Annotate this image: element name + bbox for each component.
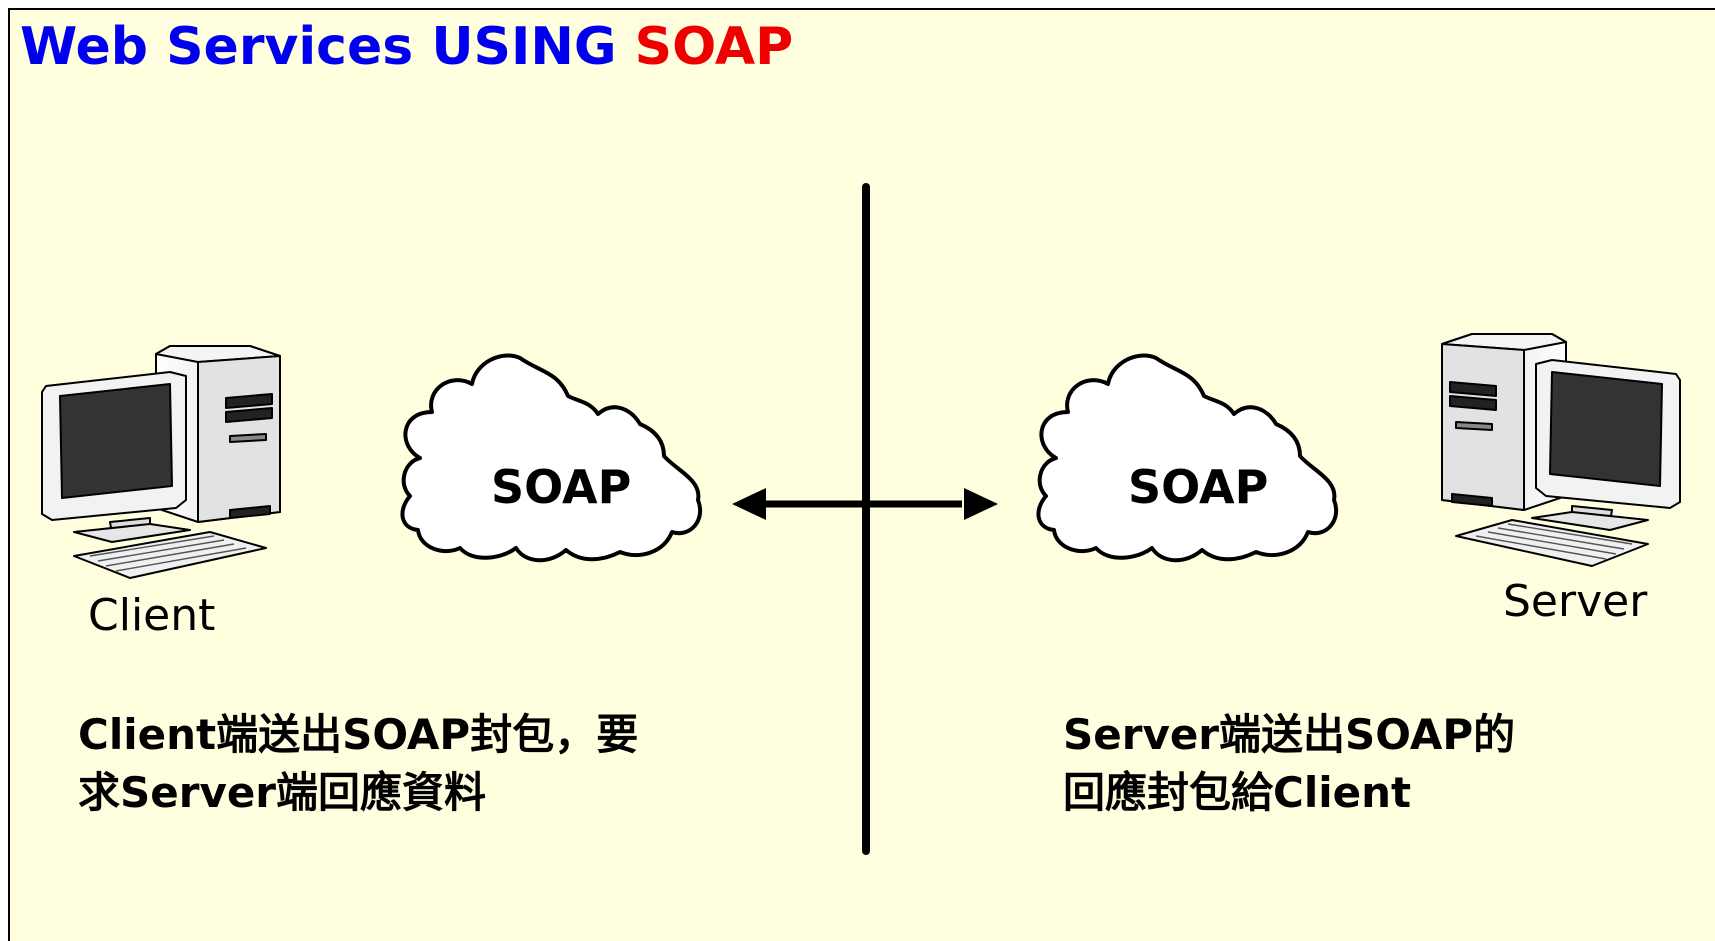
- client-description-line2: 求Server端回應資料: [78, 768, 487, 817]
- title-highlight: SOAP: [634, 17, 794, 77]
- title-main: Web Services USING: [20, 17, 635, 77]
- right-cloud-icon: [1036, 353, 1339, 563]
- page-title: Web Services USING SOAP: [20, 16, 793, 78]
- divider-line: [862, 183, 870, 855]
- server-description-line2: 回應封包給Client: [1063, 768, 1412, 817]
- slide-canvas: [8, 8, 1715, 941]
- double-headed-arrow-icon: [732, 488, 998, 520]
- server-description: Server端送出SOAP的 回應封包給Client: [1063, 706, 1515, 822]
- client-description-line1: Client端送出SOAP封包，要: [78, 710, 639, 759]
- left-cloud-label: SOAP: [491, 460, 632, 514]
- server-description-line1: Server端送出SOAP的: [1063, 710, 1516, 759]
- right-cloud-label: SOAP: [1128, 460, 1269, 514]
- client-computer-icon: [41, 345, 281, 579]
- client-label: Client: [88, 590, 216, 641]
- server-label: Server: [1503, 576, 1648, 627]
- server-computer-icon: [1441, 333, 1681, 567]
- left-cloud-icon: [400, 353, 703, 563]
- client-description: Client端送出SOAP封包，要 求Server端回應資料: [78, 706, 638, 822]
